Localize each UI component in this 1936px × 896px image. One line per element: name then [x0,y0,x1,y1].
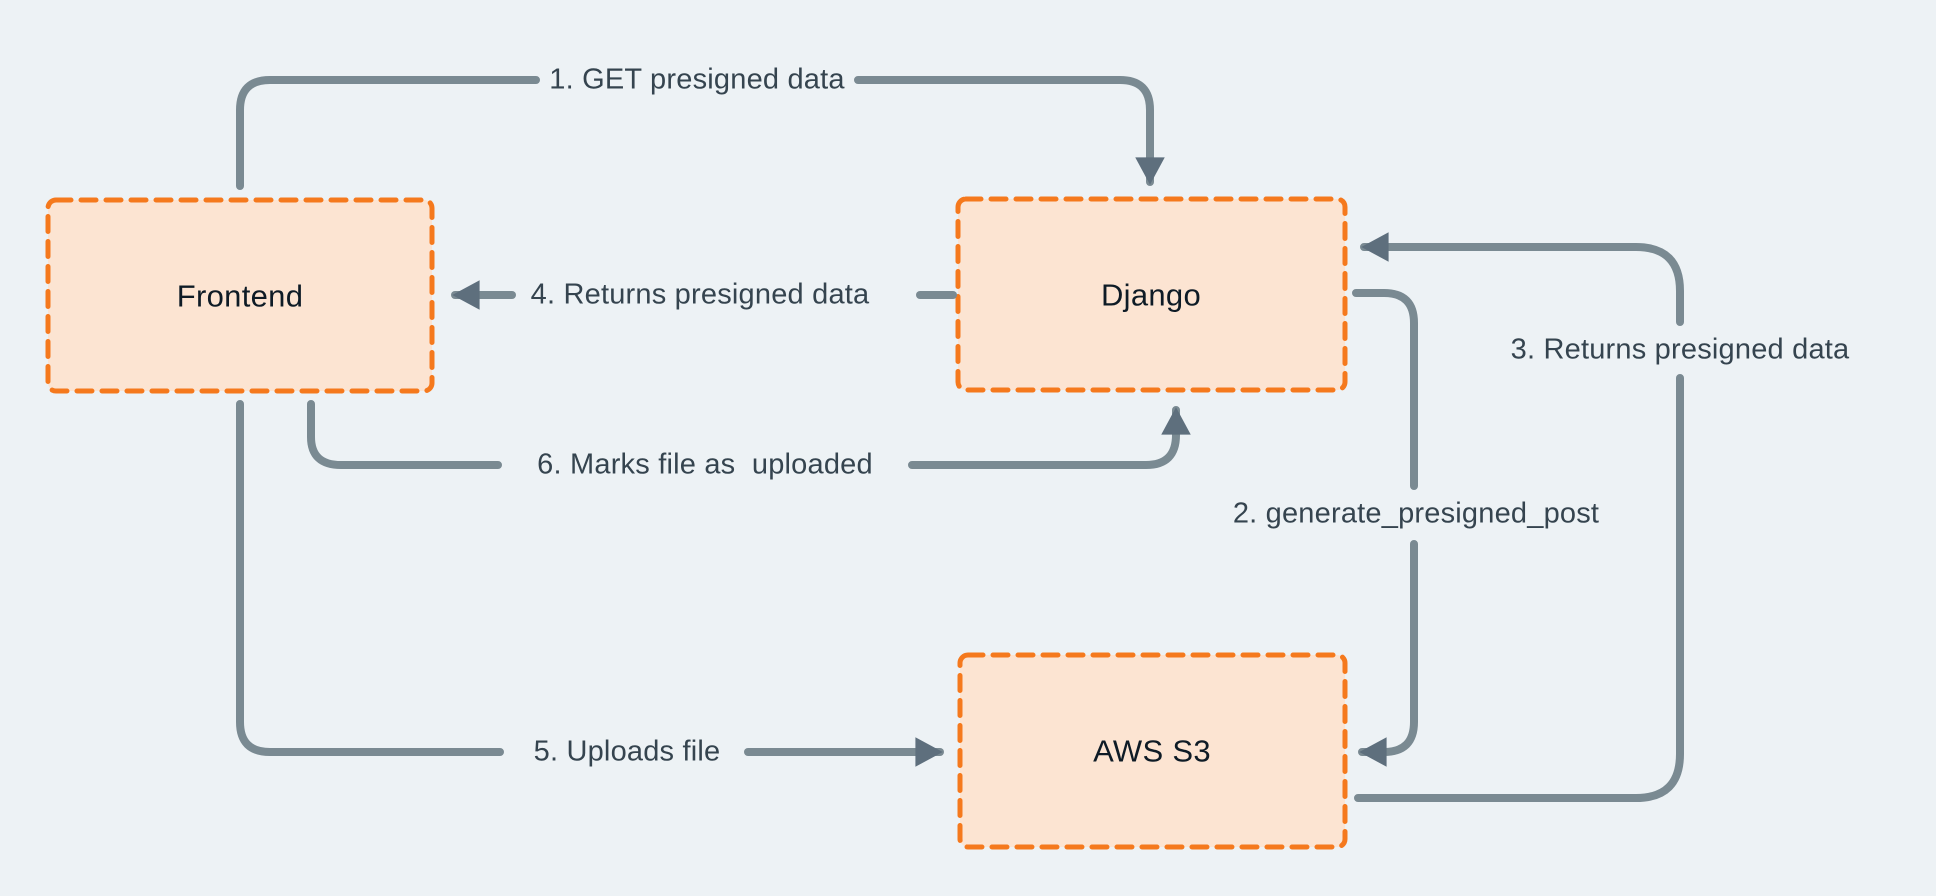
aws-s3-node-box [957,652,1348,850]
edge-1-segment-a [236,76,540,190]
edge-2-segment-a [1352,289,1418,490]
edge-1-segment-b [854,76,1165,186]
edge-2-label: 2. generate_presigned_post [1232,497,1600,530]
edge-4-label: 4. Returns presigned data [530,278,870,311]
django-node-label: Django [1100,277,1202,313]
edge-1-label: 1. GET presigned data [549,63,845,96]
edge-3-label: 3. Returns presigned data [1510,333,1850,366]
edge-5-segment-a [236,400,504,756]
edge-6-label: 6. Marks file as uploaded [537,448,873,481]
edge-3-segment-a [1354,374,1684,802]
edge-2-segment-b [1358,540,1418,767]
aws-s3-node-label: AWS S3 [1093,733,1211,769]
django-node-box [955,196,1348,393]
edge-5-label: 5. Uploads file [533,735,721,768]
frontend-node-label: Frontend [176,278,304,314]
edge-6-segment-a [307,400,502,469]
frontend-node-box [45,197,435,394]
edge-3-segment-b [1360,232,1684,326]
edge-6-segment-b [908,406,1191,469]
